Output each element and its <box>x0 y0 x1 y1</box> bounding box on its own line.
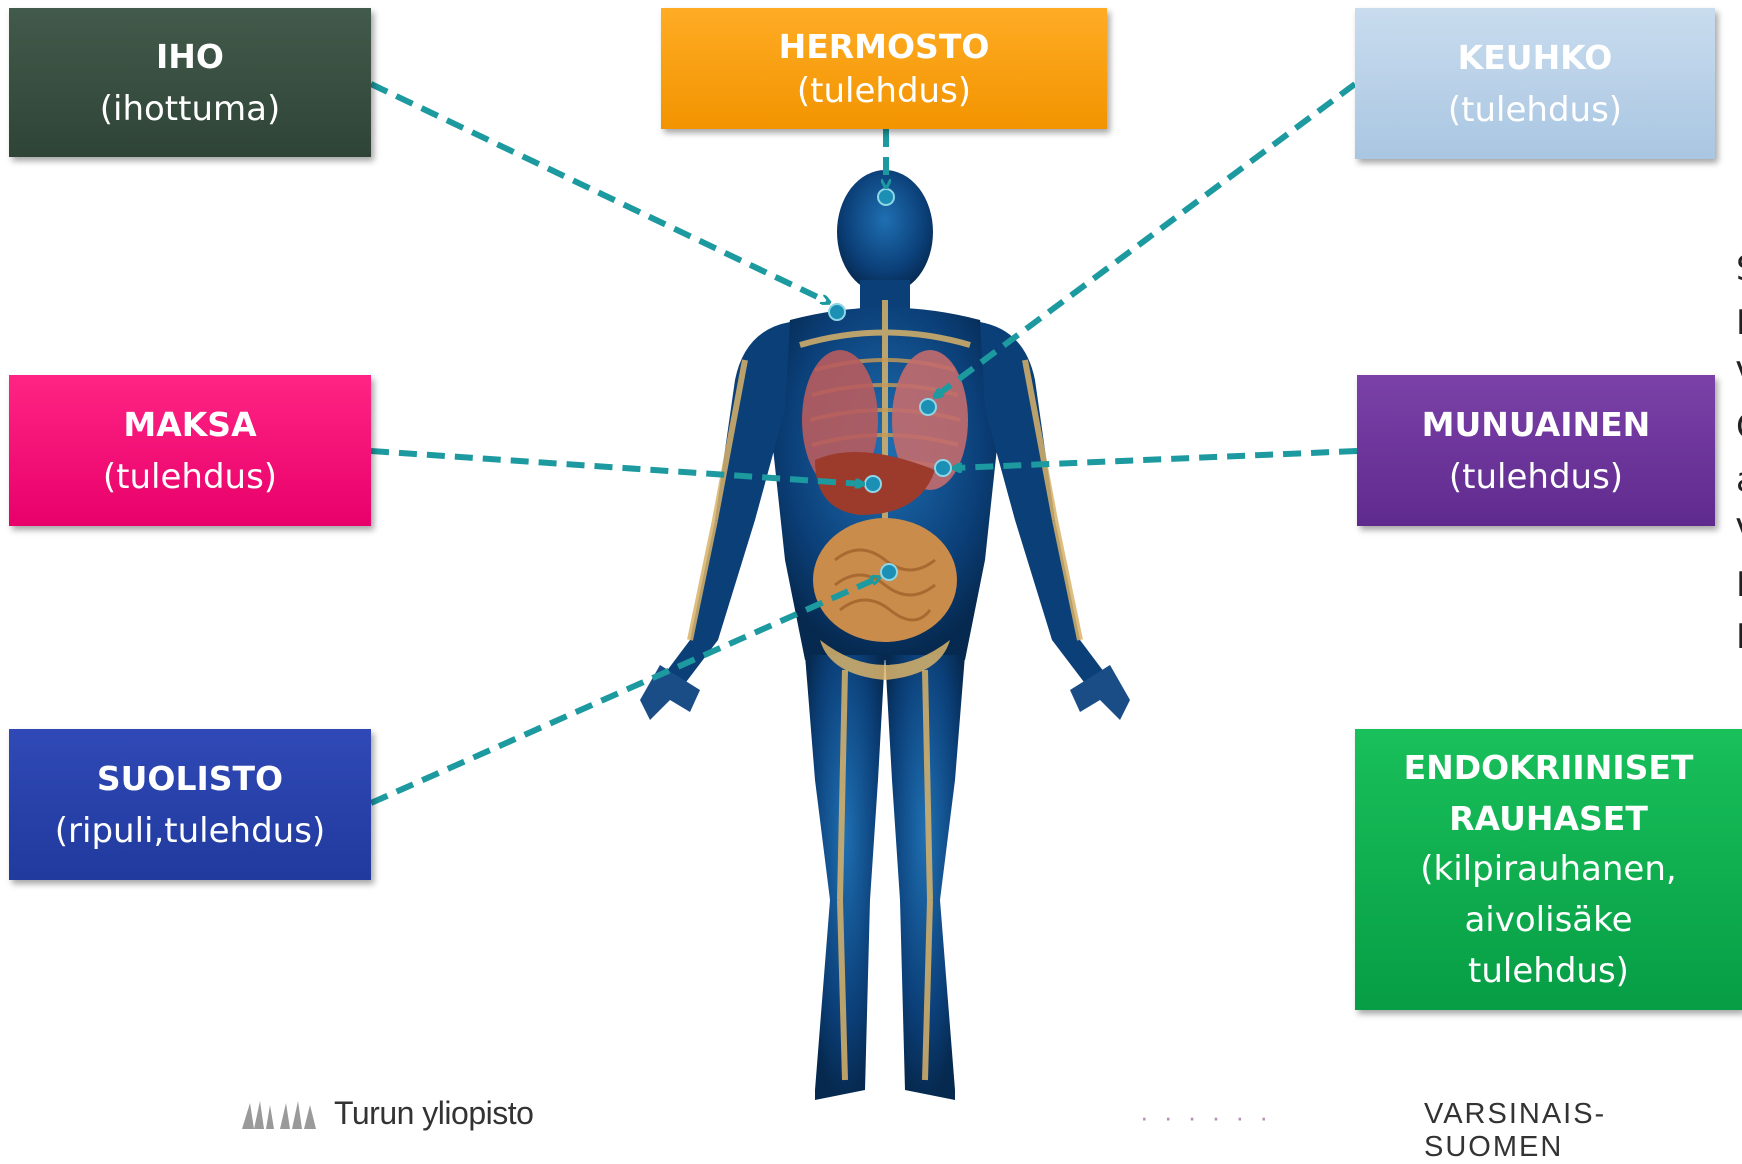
maksa-title: MAKSA <box>123 398 256 451</box>
endokriiniset-title-line1: ENDOKRIINISET <box>1404 742 1694 793</box>
iho-box: IHO (ihottuma) <box>9 8 371 157</box>
keuhko-box: KEUHKO (tulehdus) <box>1355 8 1715 159</box>
edge-letter: V <box>1736 350 1742 400</box>
marker-lung <box>920 399 936 415</box>
endokriiniset-sub-line1: (kilpirauhanen, <box>1420 844 1676 895</box>
edge-letter: C <box>1736 402 1742 452</box>
endokriiniset-sub-line3: tulehdus) <box>1468 946 1629 997</box>
turku-university-logo: Turun yliopisto <box>240 1095 533 1132</box>
turku-university-label: Turun yliopisto <box>334 1095 533 1132</box>
marker-liver <box>865 476 881 492</box>
iho-title: IHO <box>156 30 224 83</box>
edge-letter: I <box>1736 612 1742 662</box>
maksa-box: MAKSA (tulehdus) <box>9 375 371 526</box>
marker-skin <box>829 304 845 320</box>
suolisto-box: SUOLISTO (ripuli,tulehdus) <box>9 729 371 880</box>
keuhko-subtitle: (tulehdus) <box>1448 84 1622 136</box>
edge-letter: a <box>1736 455 1742 505</box>
endokriiniset-sub-line2: aivolisäke <box>1464 895 1632 946</box>
hermosto-subtitle: (tulehdus) <box>797 69 971 113</box>
edge-letter: S <box>1736 244 1742 294</box>
hermosto-box: HERMOSTO (tulehdus) <box>661 8 1107 129</box>
suolisto-title: SUOLISTO <box>97 752 283 805</box>
partner-logo: · · · · · · <box>1140 1102 1272 1133</box>
marker-kidney <box>935 460 951 476</box>
endokriiniset-box: ENDOKRIINISET RAUHASET (kilpirauhanen, a… <box>1355 729 1742 1010</box>
edge-letter: I <box>1736 298 1742 348</box>
suolisto-subtitle: (ripuli,tulehdus) <box>55 805 325 857</box>
endokriiniset-title-line2: RAUHASET <box>1449 793 1648 844</box>
hermosto-title: HERMOSTO <box>779 25 990 69</box>
varsinais-suomen-logo: VARSINAIS-SUOMEN <box>1424 1098 1742 1164</box>
marker-intestine <box>881 564 897 580</box>
marker-brain <box>878 189 894 205</box>
munuainen-box: MUNUAINEN (tulehdus) <box>1357 375 1715 526</box>
turku-emblem-icon <box>240 1099 320 1129</box>
edge-letter: I <box>1736 560 1742 610</box>
munuainen-subtitle: (tulehdus) <box>1449 451 1623 503</box>
munuainen-title: MUNUAINEN <box>1422 398 1651 451</box>
maksa-subtitle: (tulehdus) <box>103 451 277 503</box>
edge-letter: V <box>1736 507 1742 557</box>
keuhko-title: KEUHKO <box>1458 31 1613 84</box>
iho-subtitle: (ihottuma) <box>100 83 281 135</box>
